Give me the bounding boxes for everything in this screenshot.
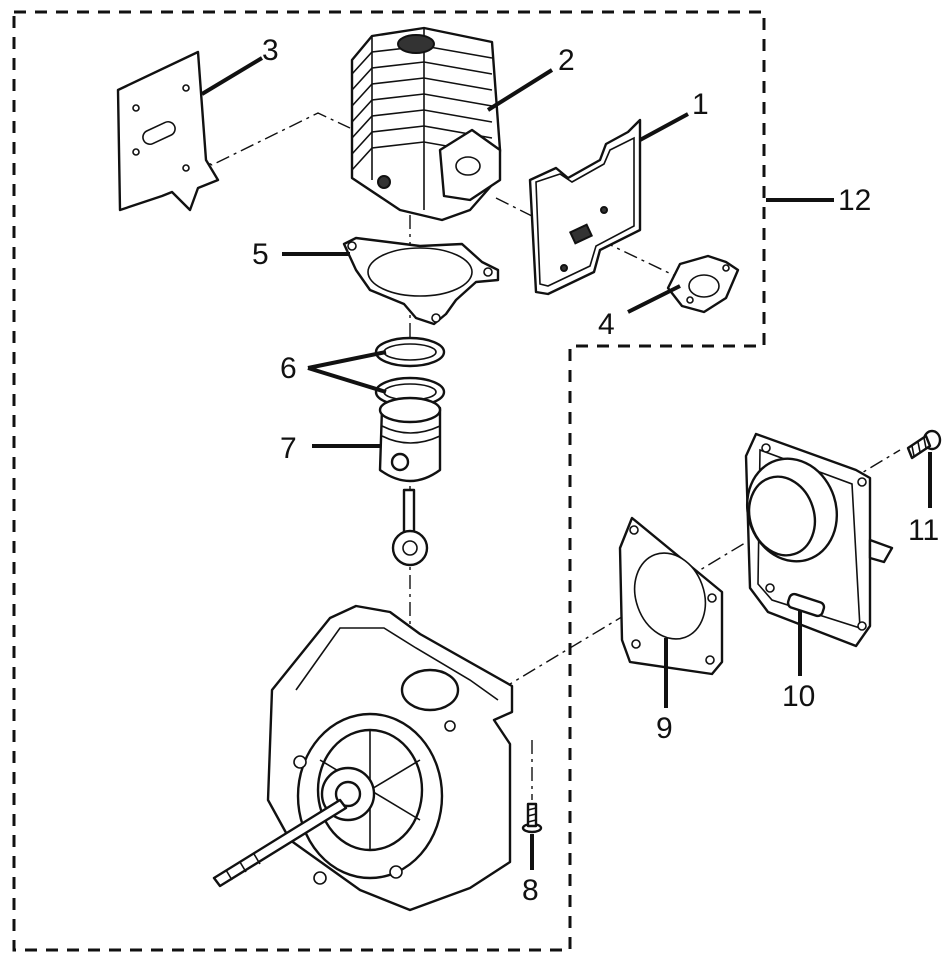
callout-5: 5 [252, 238, 269, 271]
screw-part-11 [906, 429, 942, 460]
leader-2 [486, 68, 554, 112]
cylinder-part-2 [350, 26, 502, 222]
callout-6: 6 [280, 352, 297, 385]
callout-2: 2 [558, 44, 575, 77]
crankcase [212, 604, 514, 912]
callout-4: 4 [598, 308, 615, 341]
leader-6a [307, 350, 387, 370]
small-gasket-part-4 [666, 254, 740, 314]
base-gasket-part-5 [342, 236, 500, 326]
callout-8: 8 [522, 874, 539, 907]
leader-lines [200, 56, 932, 870]
gasket-plate-part-3 [116, 50, 220, 212]
gasket-part-1 [528, 118, 642, 296]
crankcase-cover-part-10 [744, 432, 894, 648]
callout-9: 9 [656, 712, 673, 745]
callout-7: 7 [280, 432, 297, 465]
callout-10: 10 [782, 680, 815, 713]
callout-numbers: 1 2 3 4 5 6 7 8 9 10 11 12 [252, 34, 939, 907]
callout-3: 3 [262, 34, 279, 67]
piston-part-7 [378, 396, 442, 567]
leader-3 [200, 56, 264, 96]
kit-boundary [12, 10, 766, 952]
screw-part-8 [521, 802, 543, 834]
callout-1: 1 [692, 88, 709, 121]
callout-11: 11 [908, 514, 939, 547]
leader-1 [639, 112, 689, 142]
piston-rings-part-6 [374, 336, 446, 408]
leader-4 [627, 284, 681, 314]
callout-12: 12 [838, 184, 871, 217]
cover-gasket-part-9 [618, 516, 724, 676]
leader-6b [307, 366, 387, 394]
